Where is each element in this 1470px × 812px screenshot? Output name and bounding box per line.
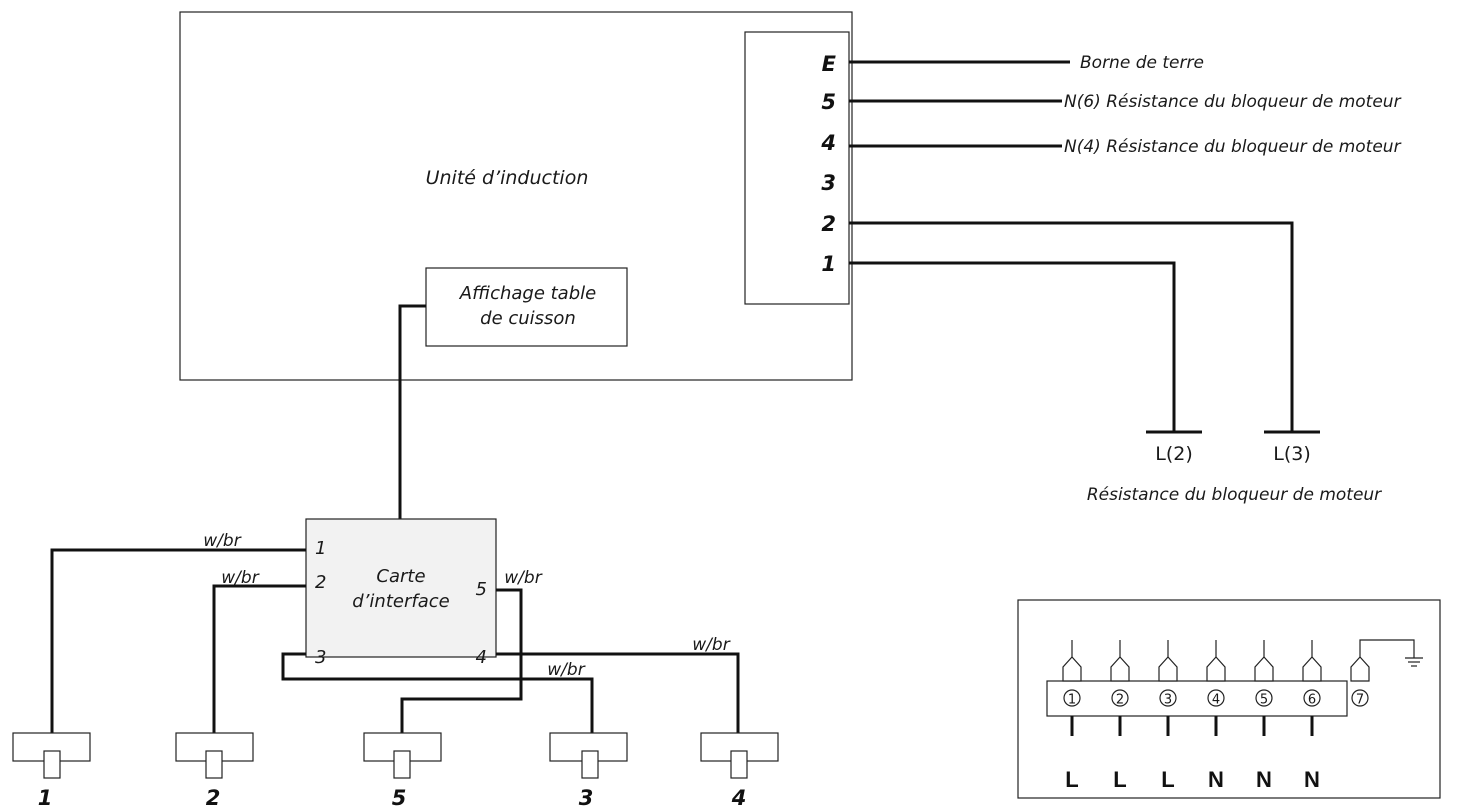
terminal-block-pin-4: 4 N xyxy=(1206,640,1226,792)
phase-label-1: L xyxy=(1065,767,1078,792)
terminal-5: 5 xyxy=(821,90,836,114)
zone-4: 4 xyxy=(700,732,779,810)
wire-label-zone-3: w/br xyxy=(547,660,585,680)
terminal-block xyxy=(1046,680,1348,717)
n6-label: N(6) Résistance du bloqueur de moteur xyxy=(1064,92,1402,112)
phase-label-4: N xyxy=(1208,767,1224,792)
terminal-block-pin-6: 6 N xyxy=(1302,640,1322,792)
terminal-1: 1 xyxy=(821,252,836,276)
n4-label: N(4) Résistance du bloqueur de moteur xyxy=(1064,137,1402,157)
svg-text:2: 2 xyxy=(1116,693,1124,708)
svg-text:1: 1 xyxy=(1068,693,1076,708)
terminal-4: 4 xyxy=(820,131,836,155)
wire-zone-5 xyxy=(400,588,523,733)
earth-label: Borne de terre xyxy=(1080,53,1204,73)
wire-zone-3 xyxy=(281,652,594,733)
interface-pin-1: 1 xyxy=(315,538,326,559)
wire-label-zone-2: w/br xyxy=(221,568,259,588)
interface-label-line2: d’interface xyxy=(352,591,449,612)
phase-label-6: N xyxy=(1304,767,1320,792)
display-label-line2: de cuisson xyxy=(480,308,576,329)
svg-text:5: 5 xyxy=(1260,693,1268,708)
induction-unit-label: Unité d’induction xyxy=(426,167,589,189)
terminal-block-pin-1: 1 L xyxy=(1062,640,1082,792)
zone-2: 2 xyxy=(175,732,254,810)
svg-text:4: 4 xyxy=(1212,693,1220,708)
l2-label: L(2) xyxy=(1155,443,1193,465)
interface-pin-2: 2 xyxy=(315,572,326,593)
terminal-block-pin-5: 5 N xyxy=(1254,640,1274,792)
zone-1: 1 xyxy=(12,732,91,810)
phase-label-3: L xyxy=(1161,767,1174,792)
zone-2-label: 2 xyxy=(206,786,221,810)
svg-text:3: 3 xyxy=(1164,693,1172,708)
interface-pin-4: 4 xyxy=(476,647,487,668)
ground-icon xyxy=(1405,657,1423,667)
phase-label-5: N xyxy=(1256,767,1272,792)
interface-pin-3: 3 xyxy=(315,647,326,668)
terminal-block-pin-3: 3 L xyxy=(1158,640,1178,792)
zone-3-label: 3 xyxy=(579,786,594,810)
wire-l3 xyxy=(849,221,1294,432)
terminal-block-panel: 1 L 2 L 3 L 4 N xyxy=(1017,599,1441,799)
wire-label-zone-4: w/br xyxy=(692,635,730,655)
zone-5-label: 5 xyxy=(392,786,407,810)
wire-zone-4 xyxy=(496,652,740,733)
zone-3: 3 xyxy=(549,732,628,810)
zone-4-label: 4 xyxy=(731,786,747,810)
zone-1-label: 1 xyxy=(38,786,53,810)
interface-label-line1: Carte xyxy=(376,566,425,587)
terminal-block-pin-7: 7 xyxy=(1350,639,1415,708)
wire-l2 xyxy=(849,261,1176,432)
wire-zone-1 xyxy=(50,548,306,733)
wire-zone-2 xyxy=(212,584,306,733)
wire-display-interface xyxy=(398,304,426,519)
interface-card xyxy=(305,518,497,658)
interface-pin-5: 5 xyxy=(476,579,487,600)
svg-text:6: 6 xyxy=(1308,693,1316,708)
wire-label-zone-5: w/br xyxy=(504,568,542,588)
display-label-line1: Affichage table xyxy=(459,283,596,304)
terminal-3: 3 xyxy=(821,171,836,195)
terminal-block-pin-2: 2 L xyxy=(1110,640,1130,792)
terminal-strip xyxy=(744,31,850,305)
l3-label: L(3) xyxy=(1273,443,1311,465)
phase-label-2: L xyxy=(1113,767,1126,792)
terminal-e: E xyxy=(822,52,837,76)
svg-text:7: 7 xyxy=(1356,693,1364,708)
wire-label-zone-1: w/br xyxy=(203,531,241,551)
terminal-2: 2 xyxy=(821,212,836,236)
display-box xyxy=(425,267,628,347)
lines-caption: Résistance du bloqueur de moteur xyxy=(1087,485,1382,505)
zone-5: 5 xyxy=(363,732,442,810)
